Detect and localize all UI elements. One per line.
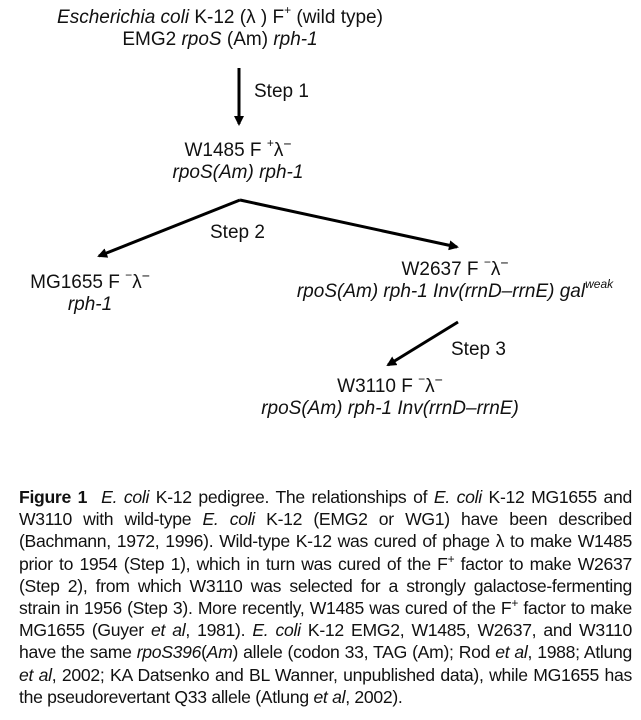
caption-segment: K-12 pedigree. The relationships of — [149, 487, 434, 507]
caption-segment: factor to make MG1655 (Guyer — [19, 598, 632, 641]
caption-segment: , 1981). — [185, 620, 253, 641]
am-text: (Am) — [221, 29, 274, 50]
strain-text: K-12 ( — [189, 7, 247, 28]
caption-segment: et al — [150, 620, 186, 641]
wild-type-line1: Escherichia coli K-12 (λ ) F+ (wild type… — [0, 4, 440, 29]
pedigree-diagram: Escherichia coli K-12 (λ ) F+ (wild type… — [0, 4, 640, 420]
caption-body: E. coli K-12 pedigree. The relationships… — [19, 487, 632, 707]
mg1655-genotype: rph-1 — [67, 294, 113, 315]
mg1655-name: MG1655 F — [30, 272, 120, 293]
w2637-genotype: rpoS(Am) rph-1 Inv(rrnD–rrnE) gal — [296, 281, 586, 302]
mg1655-lambda-sup: − — [141, 267, 150, 284]
w1485-genotype: rpoS(Am) rph-1 — [172, 162, 304, 183]
caption-segment: + — [447, 551, 455, 566]
node-w2637: W2637 F −λ− rpoS(Am) rph-1 Inv(rrnD–rrnE… — [270, 256, 640, 303]
w2637-name: W2637 F — [401, 259, 479, 280]
lambda-symbol: λ — [246, 7, 256, 28]
w3110-f-sup: − — [418, 371, 426, 386]
f-factor-text: ) F — [255, 7, 285, 28]
caption-segment: et al — [19, 664, 52, 685]
w3110-lambda-sup: − — [434, 371, 443, 388]
caption-segment: , 2002). — [345, 686, 403, 707]
step3-label: Step 3 — [451, 339, 506, 360]
caption-segment: E. coli — [433, 487, 482, 507]
mg1655-f-sup: − — [125, 267, 133, 282]
caption-segment: et al — [495, 642, 528, 663]
w2637-lambda-sup: − — [500, 254, 509, 271]
node-w3110: W3110 F −λ− rpoS(Am) rph-1 Inv(rrnD–rrnE… — [230, 373, 550, 420]
w2637-lambda: λ — [490, 259, 501, 280]
step2-right-arrow — [239, 198, 459, 251]
pedigree-arrows — [97, 68, 459, 367]
caption-segment: K-12 MG1655 and W3110 with wild-type — [19, 487, 632, 530]
caption-segment: K-12 (EMG2 or WG1) have been described (… — [19, 509, 632, 574]
w2637-f-sup: − — [483, 254, 491, 269]
caption-segment: E. coli — [101, 487, 150, 507]
species-name: Escherichia coli — [57, 7, 190, 28]
caption-segment: , 2002; KA Datsenko and BL Wanner, unpub… — [19, 664, 632, 707]
step3-arrow — [386, 320, 459, 367]
rph-gene: rph-1 — [273, 29, 318, 50]
node-w1485: W1485 F +λ− rpoS(Am) rph-1 — [138, 137, 338, 184]
w1485-lambda-sup: − — [283, 135, 292, 152]
w2637-gal-sup: weak — [585, 276, 614, 291]
caption-segment: ) allele (codon 33, TAG (Am); Rod — [232, 642, 496, 663]
w3110-lambda: λ — [425, 376, 435, 397]
emg2-name: EMG2 — [122, 29, 182, 50]
w1485-name: W1485 F — [184, 140, 262, 161]
w3110-genotype: rpoS(Am) rph-1 Inv(rrnD–rrnE) — [261, 398, 519, 419]
w1485-f-sup: + — [266, 135, 274, 150]
caption-segment: Am — [206, 642, 233, 663]
caption-segment: rpoS396 — [136, 642, 202, 663]
caption-segment: , 1988; Atlung — [527, 642, 633, 663]
caption-segment: ( — [201, 642, 207, 663]
f-plus-sup: + — [284, 2, 292, 17]
caption-segment: et al — [313, 686, 346, 707]
figure-label: Figure 1 — [19, 487, 88, 507]
w2637-genotype-line: rpoS(Am) rph-1 Inv(rrnD–rrnE) galweak — [270, 278, 640, 303]
caption-segment: E. coli — [202, 509, 255, 530]
step2-label: Step 2 — [210, 222, 265, 243]
caption-segment: + — [511, 596, 519, 611]
node-wild-type: Escherichia coli K-12 (λ ) F+ (wild type… — [0, 4, 440, 51]
wild-type-label: (wild type) — [291, 7, 383, 28]
mg1655-lambda: λ — [132, 272, 142, 293]
caption-segment: K-12 EMG2, W1485, W2637, and W3110 have … — [19, 620, 632, 663]
step2-left-arrow — [97, 198, 241, 258]
w1485-lambda: λ — [273, 140, 284, 161]
wild-type-line2: EMG2 rpoS (Am) rph-1 — [0, 29, 440, 51]
rpos-gene: rpoS — [181, 29, 222, 50]
step1-label: Step 1 — [254, 81, 309, 102]
caption-segment: factor to make W2637 (Step 2), from whic… — [19, 553, 632, 619]
w3110-name: W3110 F — [337, 376, 413, 397]
node-mg1655: MG1655 F −λ− rph-1 — [0, 269, 180, 316]
caption-segment: E. coli — [252, 620, 301, 641]
